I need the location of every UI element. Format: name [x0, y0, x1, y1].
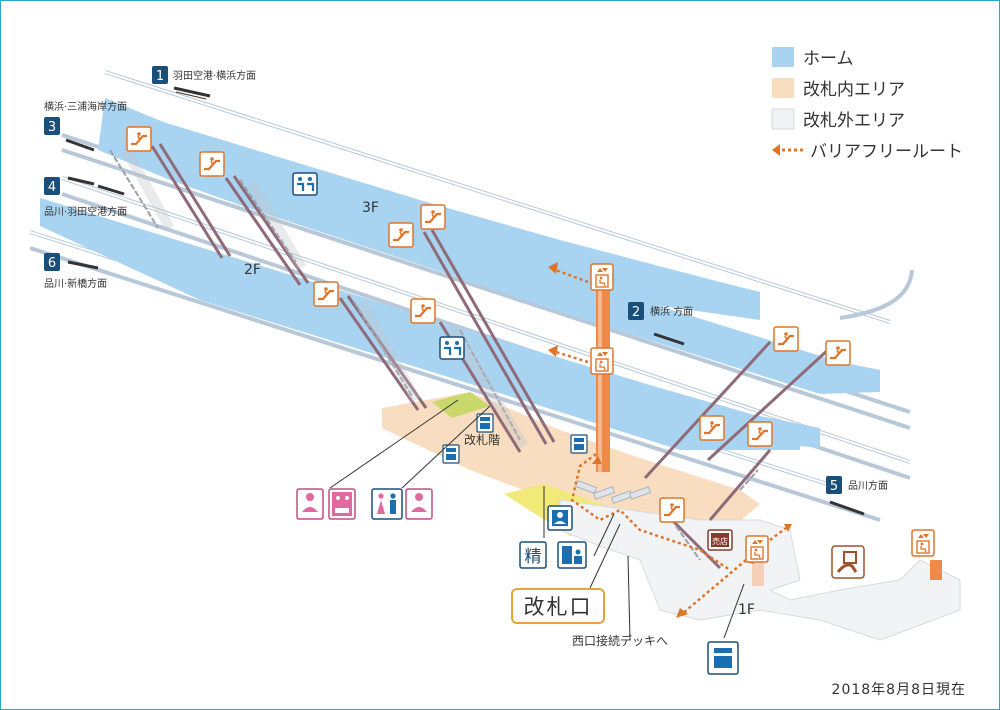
- escalator-icon: [746, 420, 774, 448]
- baby-room-icon: [405, 488, 433, 520]
- elevator-shaft-right: [930, 560, 942, 580]
- svg-text:売店: 売店: [712, 536, 728, 546]
- track-sign-5: 5 品川方面: [826, 476, 888, 516]
- svg-text:5: 5: [830, 479, 838, 494]
- multipurpose-toilet-icon: [328, 488, 356, 520]
- accessible-toilet-icon: [439, 336, 465, 360]
- elevator-icon: [590, 263, 614, 291]
- stair-steps: [109, 149, 759, 561]
- elevator-shaft-1f: [752, 560, 764, 586]
- escalator-icon: [658, 496, 686, 524]
- svg-text:横浜·三浦海岸方面: 横浜·三浦海岸方面: [44, 100, 127, 113]
- escalator-icon: [387, 221, 415, 249]
- legend-platform-swatch: [772, 47, 794, 67]
- station-staff-icon: [547, 505, 573, 531]
- escalator-icon: [419, 203, 447, 231]
- elevator-icon: [911, 529, 935, 557]
- floor-label-1f: 1F: [738, 602, 755, 618]
- legend-inside-gate-swatch: [772, 78, 794, 98]
- gate-label: 改札口: [511, 588, 605, 624]
- restroom-icon: [371, 488, 403, 520]
- date-label: 2018年8月8日現在: [832, 682, 966, 698]
- ticket-machine-icon: [476, 413, 494, 433]
- legend-outside-gate-swatch: [771, 108, 795, 130]
- svg-text:3: 3: [48, 120, 56, 135]
- legend-platform-label: ホーム: [803, 49, 854, 69]
- svg-text:羽田空港·横浜方面: 羽田空港·横浜方面: [173, 69, 256, 82]
- svg-text:2: 2: [632, 305, 640, 320]
- svg-text:4: 4: [48, 180, 56, 195]
- track-sign-2: 2 横浜 方面: [628, 302, 693, 346]
- accessible-toilet-icon: [292, 172, 318, 196]
- baby-room-icon: [296, 488, 324, 520]
- track-sign-3: 横浜·三浦海岸方面 3: [44, 100, 127, 152]
- coin-locker-icon: [707, 641, 739, 675]
- legend-route-arrow-icon: [772, 144, 780, 156]
- svg-text:品川方面: 品川方面: [848, 479, 888, 492]
- fare-adjust-sign: 精: [519, 541, 547, 569]
- west-deck-label: 西口接続デッキへ: [572, 633, 668, 648]
- elevator-shaft-highlight: [598, 282, 602, 472]
- escalator-icon: [312, 280, 340, 308]
- escalator-icon: [125, 125, 153, 153]
- stairs: [150, 143, 832, 570]
- track-sign-4: 4 品川·羽田空港方面: [44, 176, 127, 218]
- escalator-icon: [409, 297, 437, 325]
- ticket-machine-icon: [570, 434, 588, 454]
- fare-machine-icon: [557, 541, 587, 569]
- elevator-icon: [590, 347, 614, 375]
- green-area: [432, 392, 490, 418]
- escalator-icon: [824, 339, 852, 367]
- escalator-icon: [698, 414, 726, 442]
- legend-route-label: バリアフリールート: [810, 142, 963, 162]
- legend-outside-gate-label: 改札外エリア: [803, 111, 905, 131]
- elevator-icon: [745, 535, 769, 563]
- floor-label-2f: 2F: [244, 262, 261, 278]
- svg-text:1: 1: [156, 69, 164, 84]
- shop-sign: 売店: [707, 529, 733, 551]
- leader-lines: [329, 399, 745, 641]
- barrier-free-route: [555, 268, 787, 615]
- shopping-bag-icon: [831, 545, 865, 579]
- svg-text:横浜 方面: 横浜 方面: [650, 305, 693, 318]
- curved-track: [839, 269, 914, 320]
- floor-label-3f: 3F: [362, 200, 379, 216]
- svg-text:品川·新橋方面: 品川·新橋方面: [44, 277, 107, 290]
- track-sign-1: 1 羽田空港·横浜方面: [152, 66, 256, 100]
- escalator-icon: [198, 150, 226, 178]
- gate-floor-label: 改札階: [464, 432, 500, 447]
- legend-inside-gate-label: 改札内エリア: [803, 80, 905, 100]
- svg-text:品川·羽田空港方面: 品川·羽田空港方面: [44, 205, 127, 218]
- svg-text:6: 6: [48, 256, 56, 271]
- svg-text:精: 精: [525, 547, 542, 567]
- escalator-icon: [772, 325, 800, 353]
- platform-3-4: [98, 98, 880, 394]
- track-sign-6: 6 品川·新橋方面: [44, 253, 107, 290]
